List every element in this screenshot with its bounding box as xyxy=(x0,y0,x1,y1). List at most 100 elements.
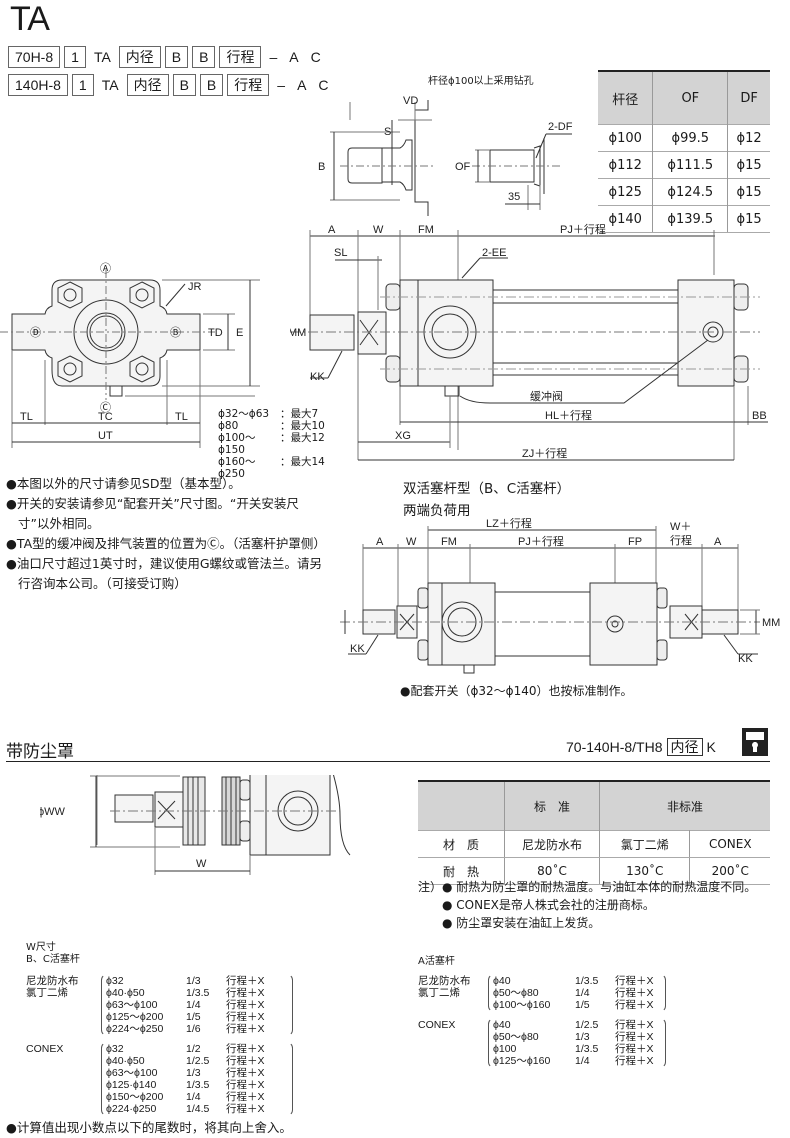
w-dim-heading: W尺寸 B、C活塞杆 xyxy=(26,942,80,966)
model-code-row-70: 70H-8 1 TA 内径 B B 行程 – A C xyxy=(8,46,325,68)
cell: 材 质 xyxy=(418,830,505,858)
label-fp: FP xyxy=(628,536,642,548)
dust-cover-material-table: 标 准 非标准 材 质 尼龙防水布 氯丁二烯 CONEX 耐 热 80˚C 13… xyxy=(418,780,770,885)
section-divider xyxy=(6,761,770,762)
bore: ϕ40·ϕ50 xyxy=(106,1055,145,1067)
note-item: 注）● 耐热为防尘罩的耐热温度。与油缸本体的耐热温度不同。 xyxy=(418,880,757,894)
code-bore: 内径 xyxy=(118,46,161,68)
ratio: 1/4 xyxy=(575,1055,590,1067)
th-df: DF xyxy=(727,71,770,125)
w-dim-subtitle: B、C活塞杆 xyxy=(26,954,80,965)
label-ut: UT xyxy=(98,430,113,442)
material-nylon: 尼龙防水布 xyxy=(26,975,79,987)
bracket xyxy=(488,1018,666,1068)
cell: 耐 热 xyxy=(418,857,505,885)
cell: ϕ125 xyxy=(598,178,654,206)
max-value: ：最大7 xyxy=(280,408,319,420)
table-header-row: 标 准 非标准 xyxy=(418,781,770,831)
label-e: E xyxy=(236,327,243,339)
label-tc: TC xyxy=(98,411,113,423)
code-dash: – xyxy=(277,77,286,93)
code-opt-a: A xyxy=(297,77,307,93)
label-xg: XG xyxy=(395,430,411,442)
label-lz: LZ＋行程 xyxy=(486,518,532,530)
label-hl: HL＋行程 xyxy=(545,409,592,422)
code-stroke: 行程 xyxy=(219,46,262,68)
side-view-drawing: A W FM PJ＋行程 SL 2-EE MM KK 缓冲阀 HL＋行程 BB … xyxy=(290,223,768,461)
label-tl-left: TL xyxy=(20,411,33,423)
double-rod-heading: 双活塞杆型（B、C活塞杆） 两端负荷用 xyxy=(403,478,570,522)
bore: ϕ125·ϕ140 xyxy=(106,1079,157,1091)
label-tl-right: TL xyxy=(175,411,188,423)
formula: 行程＋X xyxy=(226,975,265,987)
cell: 80˚C xyxy=(504,857,600,885)
cell: 氯丁二烯 xyxy=(598,830,691,858)
cell: ϕ99.5 xyxy=(652,124,729,152)
label-mm: MM xyxy=(290,327,306,339)
label-w: W xyxy=(196,858,207,870)
a-rod-title: A活塞杆 xyxy=(418,956,455,967)
dust-cover-heading: 带防尘罩 xyxy=(6,742,74,762)
front-view-drawing: Ⓐ Ⓑ Ⓒ Ⓓ JR TD E TL TC TL UT xyxy=(0,262,260,448)
material-nylon: 尼龙防水布 xyxy=(418,975,471,987)
dust-cover-flag-icon xyxy=(742,728,768,756)
port-b-label: Ⓑ xyxy=(170,326,181,339)
dust-cover-model-code: 70-140H-8/TH8 内径 K xyxy=(566,738,716,756)
label-s: S xyxy=(384,126,391,138)
cell: ϕ15 xyxy=(727,151,770,179)
port-d-label: Ⓓ xyxy=(30,326,41,339)
ratio: 1/3.5 xyxy=(575,975,599,987)
bore: ϕ40·ϕ50 xyxy=(106,987,145,999)
th-rod: 杆径 xyxy=(598,71,654,125)
max-range: ϕ100～ϕ150 xyxy=(218,432,256,456)
material-label: 尼龙防水布 氯丁二烯 xyxy=(418,975,471,999)
max-range: ϕ160～ϕ250 xyxy=(218,456,256,480)
ratio: 1/6 xyxy=(186,1023,201,1035)
port-c-label: Ⓒ xyxy=(100,401,111,414)
note-item: ●本图以外的尺寸请参见SD型（基本型）。 xyxy=(6,476,241,491)
label-fm: FM xyxy=(418,224,434,236)
formula: 行程＋X xyxy=(615,1019,654,1031)
ratio: 1/3 xyxy=(186,975,201,987)
bore: ϕ100 xyxy=(493,1043,517,1055)
formula: 行程＋X xyxy=(226,999,265,1011)
table-row: 耐 热 80˚C 130˚C 200˚C xyxy=(418,857,770,885)
code-b2: B xyxy=(192,46,216,68)
note-item: ● CONEX是帝人株式会社的注册商标。 xyxy=(442,898,655,912)
notes-list: ●本图以外的尺寸请参见SD型（基本型）。 ●开关的安装请参见“配套开关”尺寸图。… xyxy=(6,474,326,594)
cell: ϕ111.5 xyxy=(652,151,729,179)
label-2ee: 2-EE xyxy=(482,247,506,259)
max-value: ：最大12 xyxy=(280,432,325,444)
material-label-conex: CONEX xyxy=(26,1043,64,1055)
th-blank xyxy=(418,781,505,831)
code-dash: – xyxy=(269,49,278,65)
cell: ϕ124.5 xyxy=(652,178,729,206)
formula: 行程＋X xyxy=(615,975,654,987)
cell: 尼龙防水布 xyxy=(504,830,600,858)
th-of: OF xyxy=(652,71,729,125)
formula: 行程＋X xyxy=(226,1011,265,1023)
bore: ϕ63～ϕ100 xyxy=(106,999,158,1011)
bore: ϕ100～ϕ160 xyxy=(493,999,551,1011)
bore: ϕ224·ϕ250 xyxy=(106,1103,157,1115)
label-b: B xyxy=(318,161,325,173)
label-a: A xyxy=(328,224,336,236)
th-standard: 标 准 xyxy=(504,781,600,831)
double-rod-note: ●配套开关（ϕ32～ϕ140）也按标准制作。 xyxy=(400,684,633,698)
code-series: 70H-8 xyxy=(8,46,61,68)
bore: ϕ63～ϕ100 xyxy=(106,1067,158,1079)
ratio: 1/4.5 xyxy=(186,1103,210,1115)
